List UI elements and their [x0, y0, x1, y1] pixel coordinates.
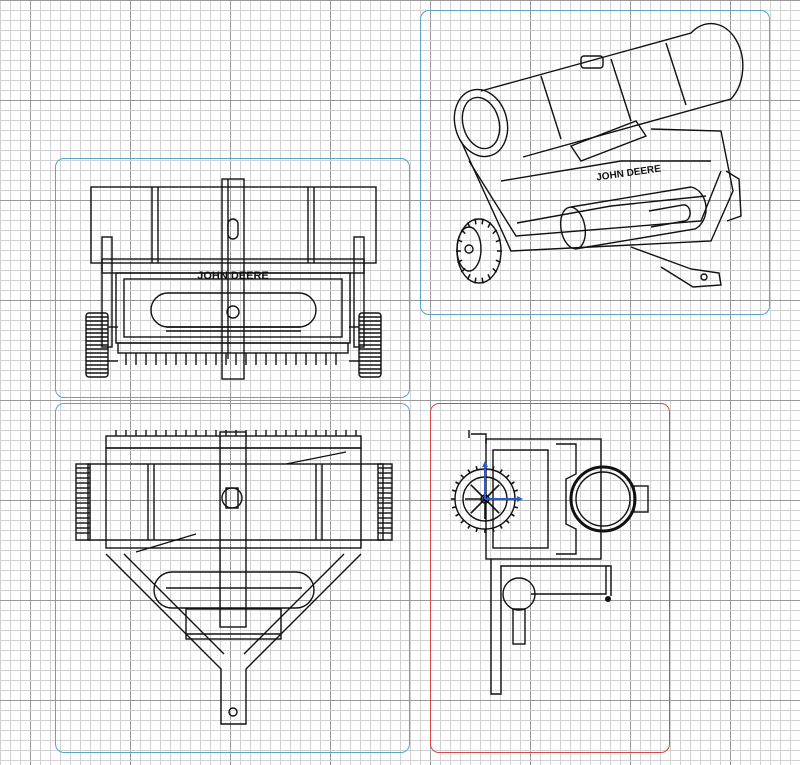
top-center-pipe	[219, 431, 247, 628]
front-view-drawing: JOHN DEERE	[85, 178, 382, 380]
side-tank	[569, 465, 637, 533]
top-left-wheel	[75, 463, 91, 541]
spike-bar	[117, 342, 349, 354]
top-right-wheel	[377, 463, 393, 541]
top-spike-bar	[105, 435, 362, 449]
iso-tank	[480, 22, 744, 158]
isometric-view-drawing: JOHN DEERE	[453, 22, 744, 288]
viewport-front[interactable]: JOHN DEERE	[55, 158, 410, 398]
inner-tank	[150, 292, 317, 328]
viewport-side-active[interactable]	[430, 403, 670, 753]
viewport-isometric[interactable]: JOHN DEERE	[420, 10, 770, 315]
top-tank	[87, 463, 384, 541]
side-view-drawing	[451, 430, 649, 695]
top-inner-tank	[153, 571, 315, 609]
ucs-axis-icon	[482, 461, 523, 502]
side-inner-tank	[502, 577, 536, 611]
top-view-drawing	[75, 430, 393, 725]
front-brand-text: JOHN DEERE	[197, 270, 269, 282]
tank-body	[90, 186, 377, 264]
iso-right-wheel	[725, 170, 742, 222]
iso-brand-text: JOHN DEERE	[596, 164, 662, 184]
viewport-top[interactable]	[55, 403, 410, 753]
